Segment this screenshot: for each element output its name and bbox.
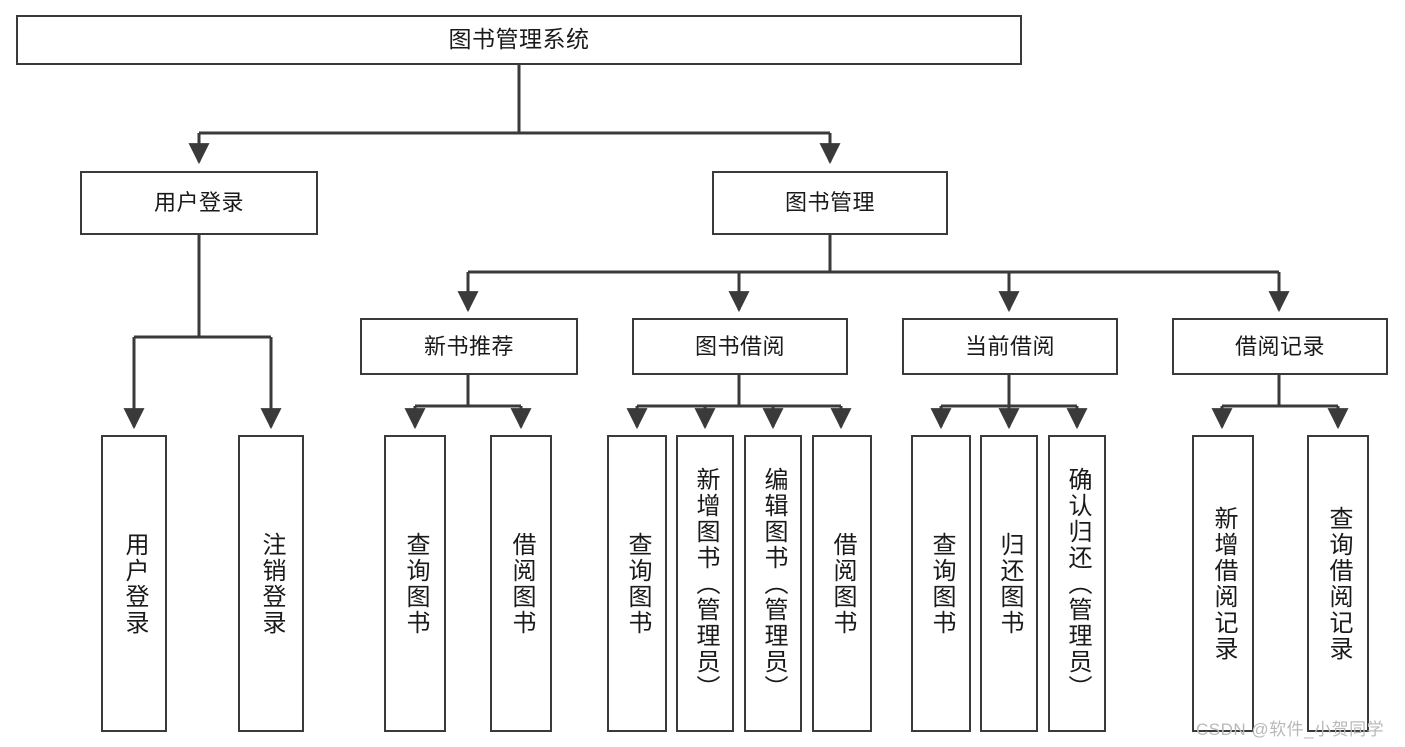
node-user-login-label: 用户登录 <box>153 190 244 216</box>
leaf-borrow-borrow-book-label: 借阅图书 <box>829 531 856 636</box>
node-root-label: 图书管理系统 <box>448 26 590 53</box>
node-current-borrow[interactable]: 当前借阅 <box>902 318 1118 375</box>
leaf-record-add-record[interactable]: 新增借阅记录 <box>1192 435 1254 732</box>
leaf-record-query-record-label: 查询借阅记录 <box>1325 505 1352 662</box>
leaf-user-login-signout[interactable]: 注销登录 <box>238 435 304 732</box>
node-new-book-recommend[interactable]: 新书推荐 <box>360 318 578 375</box>
leaf-borrow-query-book-label: 查询图书 <box>624 531 651 636</box>
node-user-login[interactable]: 用户登录 <box>80 171 318 235</box>
leaf-current-confirm-return-admin[interactable]: 确认归还（管理员） <box>1048 435 1106 732</box>
leaf-borrow-query-book[interactable]: 查询图书 <box>607 435 667 732</box>
node-root-library-system[interactable]: 图书管理系统 <box>16 15 1022 65</box>
leaf-current-return-book-label: 归还图书 <box>996 531 1023 636</box>
node-new-book-recommend-label: 新书推荐 <box>423 333 514 359</box>
leaf-user-login-signin-label: 用户登录 <box>121 531 148 636</box>
leaf-current-query-book-label: 查询图书 <box>928 531 955 636</box>
leaf-borrow-borrow-book[interactable]: 借阅图书 <box>812 435 872 732</box>
leaf-new-book-query-label: 查询图书 <box>402 531 429 636</box>
leaf-current-query-book[interactable]: 查询图书 <box>911 435 971 732</box>
node-book-management[interactable]: 图书管理 <box>712 171 948 235</box>
node-book-borrow[interactable]: 图书借阅 <box>632 318 848 375</box>
node-book-management-label: 图书管理 <box>784 190 875 216</box>
csdn-watermark: CSDN @软件_小贺同学 <box>1196 720 1385 739</box>
node-book-borrow-label: 图书借阅 <box>694 333 785 359</box>
leaf-user-login-signin[interactable]: 用户登录 <box>101 435 167 732</box>
leaf-borrow-add-book-admin[interactable]: 新增图书（管理员） <box>676 435 734 732</box>
node-borrow-record[interactable]: 借阅记录 <box>1172 318 1388 375</box>
leaf-borrow-add-book-admin-label: 新增图书（管理员） <box>692 466 719 701</box>
leaf-record-add-record-label: 新增借阅记录 <box>1210 505 1237 662</box>
leaf-new-book-borrow[interactable]: 借阅图书 <box>490 435 552 732</box>
leaf-new-book-query[interactable]: 查询图书 <box>384 435 446 732</box>
node-borrow-record-label: 借阅记录 <box>1234 333 1325 359</box>
node-current-borrow-label: 当前借阅 <box>964 333 1055 359</box>
leaf-current-confirm-return-admin-label: 确认归还（管理员） <box>1064 466 1091 701</box>
leaf-user-login-signout-label: 注销登录 <box>258 531 285 636</box>
leaf-current-return-book[interactable]: 归还图书 <box>980 435 1038 732</box>
leaf-borrow-edit-book-admin[interactable]: 编辑图书（管理员） <box>744 435 802 732</box>
leaf-record-query-record[interactable]: 查询借阅记录 <box>1307 435 1369 732</box>
leaf-borrow-edit-book-admin-label: 编辑图书（管理员） <box>760 466 787 701</box>
leaf-new-book-borrow-label: 借阅图书 <box>508 531 535 636</box>
